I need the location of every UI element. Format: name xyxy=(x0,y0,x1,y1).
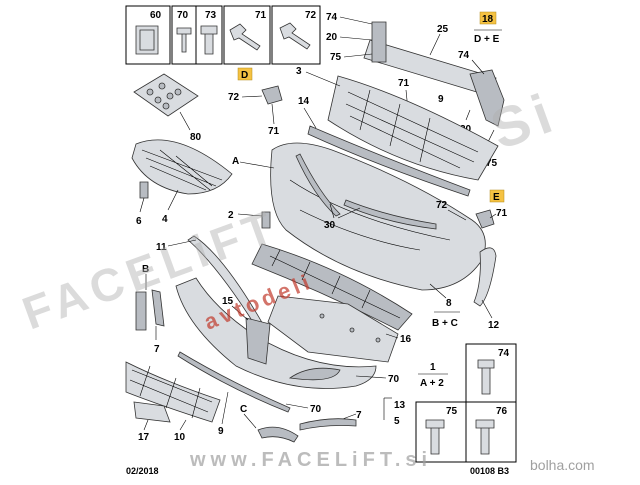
fog-trim-c: C xyxy=(240,404,299,443)
callout-71a: 71 xyxy=(398,78,410,89)
lower-bumper-5: 70 xyxy=(175,277,400,389)
fog-grille-10: 10 xyxy=(125,361,221,443)
callout-8-sub: B + C xyxy=(432,318,458,329)
header-box-60: 60 xyxy=(125,5,171,65)
callout-8: 8 xyxy=(446,298,452,309)
screw-72-icon xyxy=(279,22,311,50)
part-b: B 7 xyxy=(135,264,165,355)
nut-73-icon xyxy=(200,25,218,55)
callout-75c: 75 xyxy=(446,406,458,417)
callout-C: C xyxy=(240,404,247,415)
header-box-71-label: 71 xyxy=(255,10,267,21)
undertray-16: 16 xyxy=(267,295,412,363)
callout-1: 1 xyxy=(430,362,436,373)
header-box-71: 71 xyxy=(223,5,271,65)
callout-B: B xyxy=(142,264,149,275)
header-box-73-label: 73 xyxy=(205,10,217,21)
footer-date: 02/2018 xyxy=(126,466,159,476)
callout-72a: 72 xyxy=(228,92,240,103)
callout-10: 10 xyxy=(174,432,186,443)
clip-60-icon xyxy=(135,25,159,55)
bracket-2: 2 xyxy=(228,210,271,229)
callout-74c: 74 xyxy=(498,348,510,359)
watermark-bolha: bolha.com xyxy=(530,457,595,473)
bracket-15: 15 xyxy=(222,296,271,365)
watermark-url: www.FACELiFT.si xyxy=(189,449,432,471)
hardware-box-74: 74 xyxy=(465,343,517,403)
callout-70a: 70 xyxy=(388,374,400,385)
callout-16: 16 xyxy=(400,334,412,345)
callout-11: 11 xyxy=(156,242,167,253)
header-box-70-label: 70 xyxy=(177,10,189,21)
lower-grille-8: 8 B + C xyxy=(251,243,460,331)
header-box-72-label: 72 xyxy=(305,10,317,21)
callout-15: 15 xyxy=(222,296,234,307)
screw-70-icon xyxy=(176,27,192,53)
callout-74a: 74 xyxy=(326,12,338,23)
callout-72b: 72 xyxy=(436,200,448,211)
callout-74b: 74 xyxy=(458,50,470,61)
screw-76-icon xyxy=(475,419,495,455)
callout-71c: 71 xyxy=(496,208,508,219)
callout-D: D xyxy=(241,70,248,81)
bracket-e: E 72 71 xyxy=(436,189,508,229)
header-box-72: 72 xyxy=(271,5,321,65)
trim-30: 30 xyxy=(295,153,437,231)
callout-75b: 75 xyxy=(486,158,498,169)
callout-A: A xyxy=(232,156,239,167)
callout-3: 3 xyxy=(296,66,302,77)
callout-4: 4 xyxy=(162,214,168,225)
callout-18-sub: D + E xyxy=(474,34,500,45)
trim-14: 14 xyxy=(298,96,471,197)
callout-9: 9 xyxy=(438,94,444,105)
callout-2: 2 xyxy=(228,210,234,221)
callout-1-sub: A + 2 xyxy=(420,378,444,389)
screw-74-icon xyxy=(477,359,495,395)
strip-9: 9 xyxy=(177,351,291,437)
callout-75a: 75 xyxy=(330,52,342,63)
reinforcement-25: 25 xyxy=(363,21,505,127)
bracket-d: D 72 71 xyxy=(228,67,283,137)
callout-71b: 71 xyxy=(268,126,280,137)
callout-18: 18 xyxy=(482,14,494,25)
side-trim-12: 12 xyxy=(473,247,500,331)
callout-30: 30 xyxy=(324,220,336,231)
screw-75-icon xyxy=(425,419,445,455)
callout-70b: 70 xyxy=(310,404,322,415)
screw-71-icon xyxy=(229,23,261,51)
header-box-60-label: 60 xyxy=(150,10,162,21)
callout-7a: 7 xyxy=(154,344,160,355)
callout-14: 14 xyxy=(298,96,310,107)
callout-76: 76 xyxy=(496,406,508,417)
callout-9b: 9 xyxy=(218,426,224,437)
callout-18-group: 18 D + E xyxy=(474,11,502,45)
footer-ref: 00108 B3 xyxy=(470,466,509,476)
clip-6: 6 xyxy=(136,181,149,227)
upper-grille-4: 4 xyxy=(131,139,233,225)
main-grille-3: 3 xyxy=(296,66,499,181)
callout-25: 25 xyxy=(437,24,449,35)
callout-80: 80 xyxy=(190,132,202,143)
callout-13: 13 xyxy=(394,400,406,411)
header-box-70-73: 70 73 xyxy=(171,5,223,65)
callout-5: 5 xyxy=(394,416,400,427)
callout-20a: 20 xyxy=(326,32,338,43)
cap-17: 17 xyxy=(133,401,171,443)
callout-E: E xyxy=(493,192,500,203)
callout-7b: 7 xyxy=(356,410,362,421)
callout-12: 12 xyxy=(488,320,500,331)
lower-trim-strip xyxy=(299,418,357,431)
callout-6: 6 xyxy=(136,216,142,227)
hardware-box-76: 76 xyxy=(465,401,517,463)
parts-bag-80: 80 xyxy=(133,73,202,143)
callout-17: 17 xyxy=(138,432,150,443)
